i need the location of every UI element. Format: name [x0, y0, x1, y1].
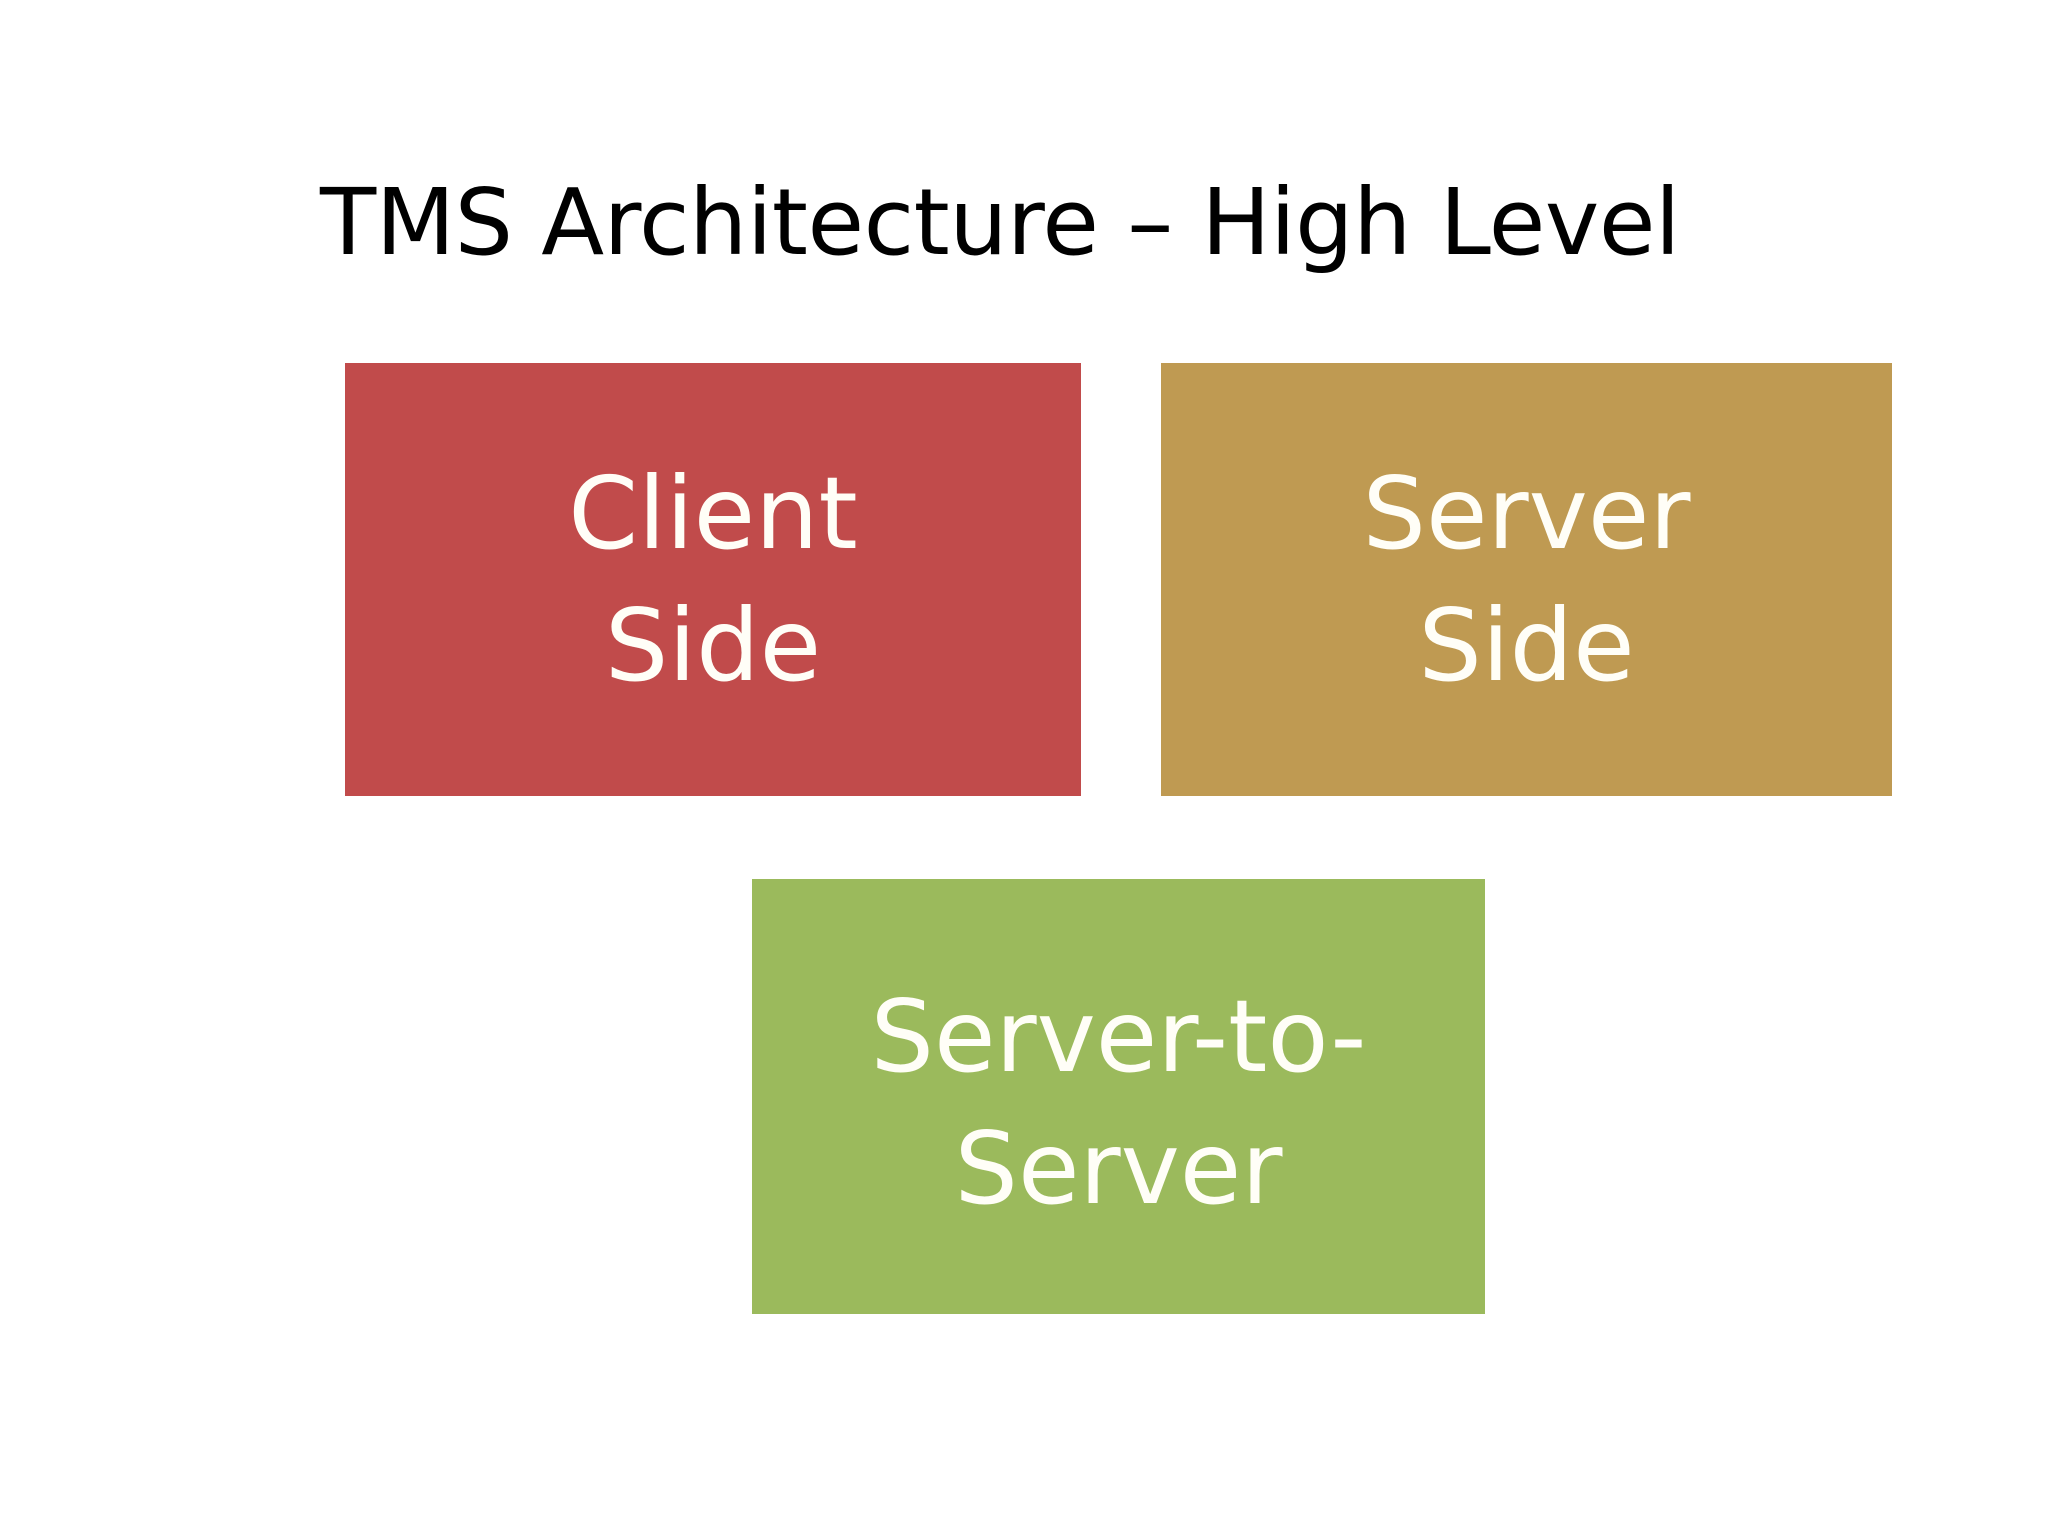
diagram-box-server-to-server[interactable]: Server-to- Server — [752, 879, 1485, 1314]
diagram-box-server-side[interactable]: Server Side — [1161, 363, 1892, 796]
diagram-box-client-side[interactable]: Client Side — [345, 363, 1081, 796]
diagram-box-label: Client Side — [568, 454, 858, 704]
diagram-box-label: Server-to- Server — [870, 977, 1367, 1227]
diagram-box-label: Server Side — [1362, 454, 1691, 704]
page-title: TMS Architecture – High Level — [320, 168, 1680, 276]
